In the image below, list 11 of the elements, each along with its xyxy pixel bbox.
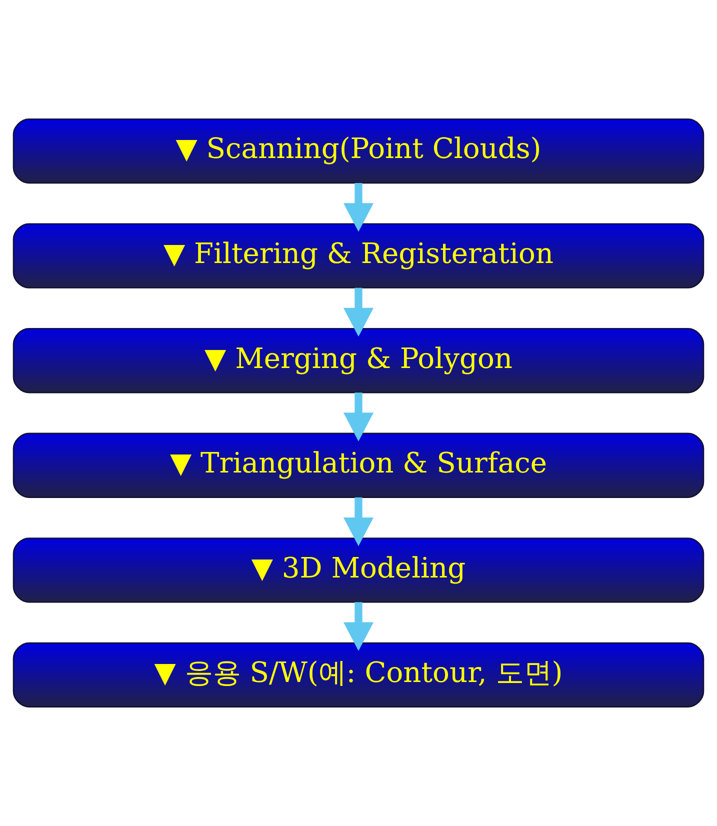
node-box: ▼ Scanning(Point Clouds) [12,118,704,184]
arrow [343,602,374,651]
arrow [343,288,374,337]
node-box: ▼ Merging & Polygon [12,328,704,394]
node-box: ▼ 응용 S/W(예: Contour, 도면) [12,642,704,708]
node-box: ▼ Filtering & Registeration [12,223,704,288]
arrow [343,392,374,442]
node-box: ▼ Triangulation & Surface [12,432,704,498]
arrow [343,497,374,546]
node-box: ▼ 3D Modeling [12,538,704,603]
arrow [343,183,374,232]
